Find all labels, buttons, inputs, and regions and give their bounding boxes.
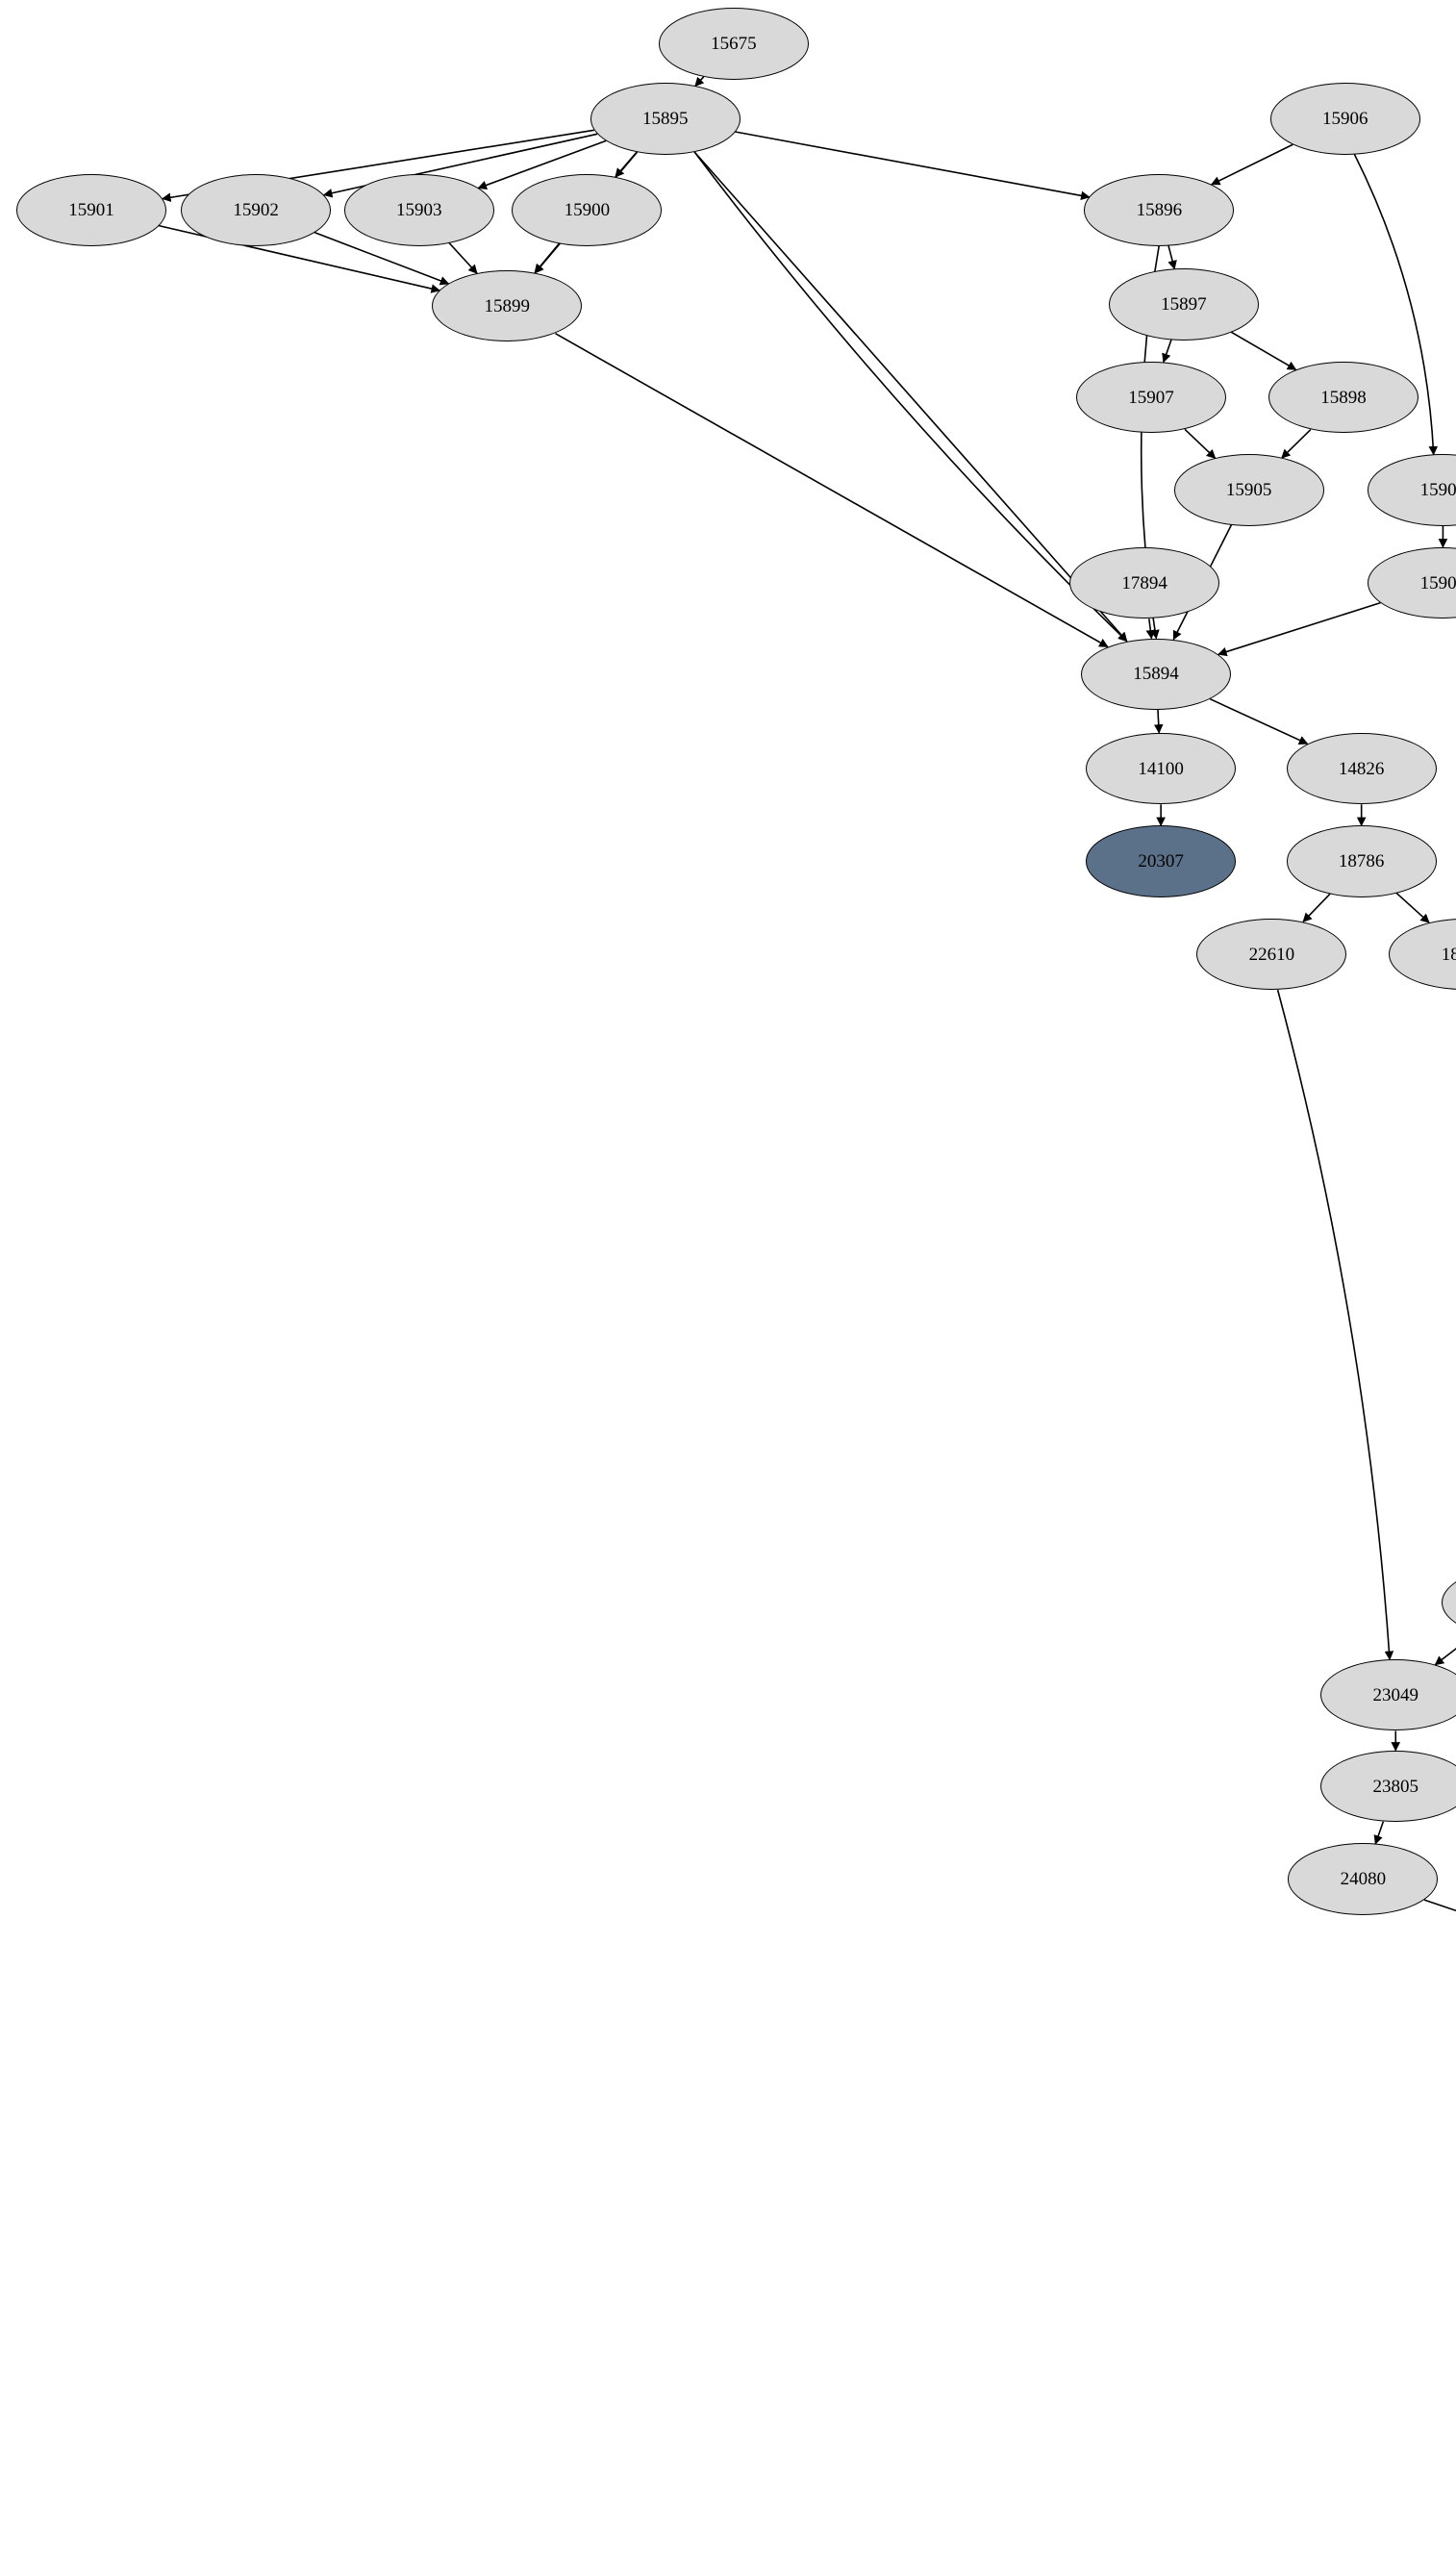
graph-node-14100[interactable]: 14100 [1086, 732, 1237, 805]
graph-edge-15903-15899 [448, 241, 478, 274]
graph-node-15896[interactable]: 15896 [1084, 174, 1235, 246]
node-label: 15894 [1133, 664, 1179, 685]
graph-node-15897[interactable]: 15897 [1108, 268, 1259, 341]
graph-node-15901[interactable]: 15901 [15, 174, 166, 246]
graph-edge-15897-15898 [1230, 331, 1297, 370]
graph-node-15675[interactable]: 15675 [658, 8, 809, 80]
node-label: 17894 [1121, 572, 1167, 593]
graph-edge-15894-14100 [1153, 710, 1164, 734]
graph-edge-22610-23049 [1276, 989, 1394, 1661]
graph-node-24080[interactable]: 24080 [1288, 1843, 1439, 1915]
graph-node-15907[interactable]: 15907 [1075, 361, 1226, 434]
node-label: 15909 [1419, 480, 1456, 501]
graph-edge-15895-15894 [693, 151, 1128, 643]
graph-node-15903[interactable]: 15903 [343, 174, 494, 246]
node-label: 14100 [1138, 758, 1184, 779]
graph-edge-18786-22610 [1302, 893, 1331, 922]
graph-node-14826[interactable]: 14826 [1286, 732, 1437, 805]
node-label: 15907 [1128, 387, 1174, 408]
node-label: 22610 [1248, 944, 1295, 965]
node-label: 14826 [1338, 758, 1385, 779]
node-label: 15902 [233, 199, 279, 220]
graph-edge-15675-15895 [694, 76, 705, 88]
graph-edge-15899-15894 [555, 333, 1109, 648]
graph-edge-15895-15903 [477, 139, 607, 190]
graph-edge-17894-15894 [1145, 619, 1156, 640]
graph-node-15899[interactable]: 15899 [432, 270, 583, 342]
graph-edge-15895-15896 [735, 131, 1091, 201]
node-label: 15906 [1321, 109, 1368, 130]
graph-edge-23805-24080 [1373, 1821, 1385, 1845]
node-label: 15901 [68, 199, 114, 220]
graph-node-15900[interactable]: 15900 [512, 174, 663, 246]
graph-node-15895[interactable]: 15895 [590, 83, 741, 155]
graph-edge-15906-15896 [1210, 143, 1293, 186]
node-label: 15897 [1161, 294, 1207, 316]
node-label: 24080 [1340, 1869, 1387, 1890]
graph-node-15905[interactable]: 15905 [1173, 454, 1324, 526]
graph-node-23805[interactable]: 23805 [1320, 1750, 1456, 1823]
graph-node-15906[interactable]: 15906 [1269, 83, 1420, 155]
node-label: 18790 [1441, 944, 1456, 965]
graph-edge-23321-23049 [1434, 1647, 1456, 1666]
graph-node-15902[interactable]: 15902 [181, 174, 332, 246]
graph-node-18786[interactable]: 18786 [1286, 825, 1437, 897]
node-label: 15895 [641, 109, 689, 130]
graph-edge-18786-18790 [1395, 892, 1430, 923]
graph-edge-15894-14826 [1209, 697, 1309, 745]
node-label: 23805 [1372, 1776, 1419, 1797]
graph-edge-15906-15909 [1353, 154, 1439, 456]
graph-node-22610[interactable]: 22610 [1196, 918, 1347, 991]
graph-edge-15907-15905 [1184, 428, 1217, 459]
graph-edge-24080-24300 [1423, 1899, 1456, 1912]
graph-node-15894[interactable]: 15894 [1081, 638, 1232, 711]
node-label: 15900 [564, 199, 611, 220]
graph-edge-15895-15894 [693, 151, 1128, 643]
graph-node-17894[interactable]: 17894 [1069, 546, 1220, 619]
graph-edge-15896-15897 [1167, 245, 1177, 270]
node-label: 15899 [484, 295, 531, 316]
node-label: 20307 [1138, 851, 1184, 871]
node-label: 15903 [395, 199, 442, 220]
graph-edge-15900-15899 [534, 242, 561, 274]
node-label: 15675 [711, 34, 757, 55]
graph-node-15898[interactable]: 15898 [1268, 361, 1418, 434]
node-label: 15898 [1320, 387, 1367, 408]
graph-edge-15902-15899 [314, 231, 450, 286]
graph-edge-15897-15907 [1162, 340, 1172, 364]
graph-edge-15898-15905 [1281, 428, 1312, 459]
node-label: 15908 [1419, 572, 1456, 593]
graph-node-20307[interactable]: 20307 [1086, 825, 1237, 897]
node-label: 15896 [1136, 199, 1183, 220]
graph-edge-15908-15894 [1218, 601, 1381, 657]
node-label: 23049 [1372, 1684, 1419, 1705]
node-label: 18786 [1338, 851, 1385, 871]
node-label: 15905 [1225, 480, 1272, 501]
